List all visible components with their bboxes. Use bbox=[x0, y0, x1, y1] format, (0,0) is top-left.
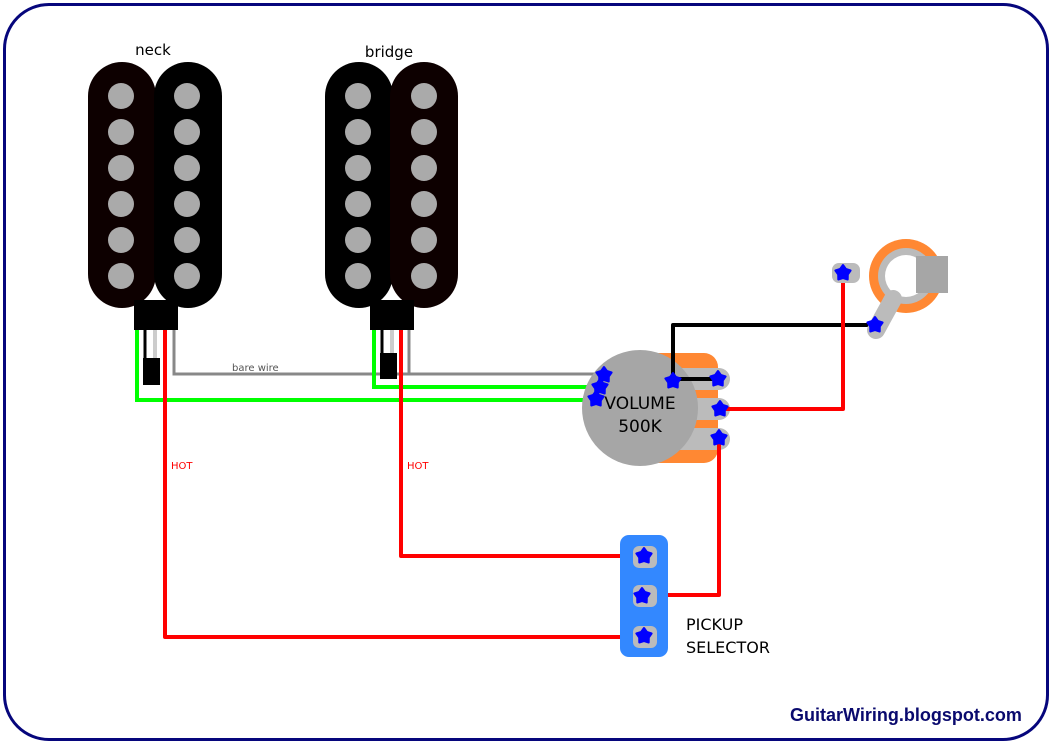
neck-pole-piece bbox=[108, 227, 134, 253]
bridge-pole-piece bbox=[345, 191, 371, 217]
solder-joint bbox=[711, 400, 729, 417]
bridge-hot-wire bbox=[399, 330, 642, 558]
solder-joint bbox=[635, 627, 653, 644]
solder-joint bbox=[591, 378, 609, 395]
solder-joint bbox=[710, 429, 728, 446]
neck-pole-piece bbox=[174, 83, 200, 109]
bridge-pole-piece bbox=[411, 119, 437, 145]
solder-joint bbox=[633, 587, 651, 604]
jack-ground-wire bbox=[671, 323, 875, 381]
neck-pole-piece bbox=[174, 119, 200, 145]
solder-joint bbox=[587, 390, 605, 407]
neck-pole-piece bbox=[108, 263, 134, 289]
neck-label: neck bbox=[135, 41, 171, 59]
bridge-pole-piece bbox=[411, 227, 437, 253]
neck-pole-piece bbox=[174, 227, 200, 253]
solder-joint bbox=[834, 264, 852, 281]
bridge-pole-piece bbox=[411, 83, 437, 109]
jack-tip-contact bbox=[916, 256, 948, 293]
bridge-coil-right bbox=[390, 62, 458, 308]
solder-joint bbox=[664, 372, 682, 389]
solder-joint bbox=[866, 316, 884, 333]
neck-cable-exit bbox=[134, 300, 178, 330]
neck-ground-wire bbox=[135, 330, 596, 402]
bridge-pole-piece bbox=[345, 263, 371, 289]
bridge-coil-left bbox=[325, 62, 393, 308]
bridge-taped-leads bbox=[380, 353, 397, 379]
bridge-pole-piece bbox=[411, 191, 437, 217]
bridge-pole-piece bbox=[411, 263, 437, 289]
neck-bare-wire bbox=[172, 330, 600, 376]
pot-label-value: 500K bbox=[618, 417, 662, 437]
bridge-pole-piece bbox=[345, 83, 371, 109]
solder-joint bbox=[709, 370, 727, 387]
bridge-pole-piece bbox=[411, 155, 437, 181]
bridge-cable-exit bbox=[370, 300, 414, 330]
neck-pole-piece bbox=[174, 155, 200, 181]
neck-pole-piece bbox=[108, 191, 134, 217]
neck-pole-piece bbox=[108, 155, 134, 181]
bridge-pole-piece bbox=[345, 155, 371, 181]
selector-label-2: SELECTOR bbox=[686, 638, 770, 657]
bare-wire-label: bare wire bbox=[232, 363, 279, 374]
bridge-hot-label: HOT bbox=[407, 461, 429, 472]
output-hot-wire bbox=[720, 273, 845, 411]
neck-coil-right bbox=[154, 62, 222, 308]
solder-joint bbox=[635, 547, 653, 564]
bridge-ground-wire bbox=[372, 330, 602, 389]
bridge-pole-piece bbox=[345, 119, 371, 145]
site-credit[interactable]: GuitarWiring.blogspot.com bbox=[790, 705, 1022, 725]
neck-taped-leads bbox=[143, 358, 160, 385]
neck-pole-piece bbox=[108, 119, 134, 145]
selector-label-1: PICKUP bbox=[686, 615, 743, 634]
neck-pickup: neck bbox=[88, 41, 222, 330]
neck-hot-wire bbox=[163, 330, 642, 639]
bridge-pole-piece bbox=[345, 227, 371, 253]
neck-pole-piece bbox=[174, 263, 200, 289]
neck-hot-label: HOT bbox=[171, 461, 193, 472]
bridge-pickup: bridge bbox=[325, 43, 458, 330]
bridge-label: bridge bbox=[365, 43, 413, 61]
neck-pole-piece bbox=[174, 191, 200, 217]
pot-label-volume: VOLUME bbox=[604, 394, 675, 414]
solder-joint bbox=[595, 366, 613, 383]
neck-pole-piece bbox=[108, 83, 134, 109]
neck-coil-left bbox=[88, 62, 156, 308]
output-jack bbox=[832, 239, 948, 339]
